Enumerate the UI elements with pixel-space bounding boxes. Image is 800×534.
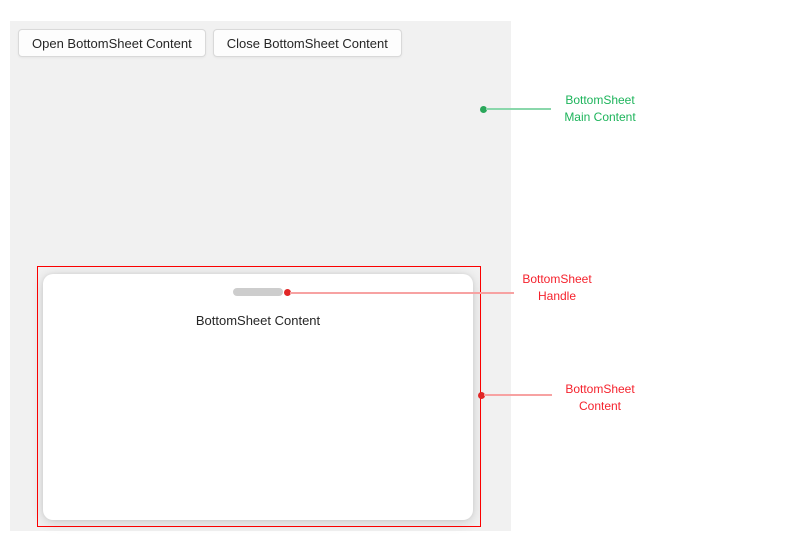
annotation-label-main-content: BottomSheet Main Content (545, 92, 655, 126)
annotation-label-line1: BottomSheet (565, 382, 635, 396)
annotation-line (290, 292, 514, 294)
bottomsheet-content-text: BottomSheet Content (195, 313, 321, 328)
button-row: Open BottomSheet Content Close BottomShe… (18, 29, 402, 57)
annotation-label-content: BottomSheet Content (545, 381, 655, 415)
annotation-label-line2: Main Content (564, 110, 636, 124)
bottom-sheet-panel: BottomSheet Content (43, 274, 473, 520)
annotation-label-line1: BottomSheet (522, 272, 592, 286)
annotation-dot (480, 106, 487, 113)
bottomsheet-handle[interactable] (233, 288, 283, 296)
annotation-dot (284, 289, 291, 296)
annotation-label-line2: Handle (537, 289, 577, 303)
annotation-label-line1: BottomSheet (565, 93, 635, 107)
annotation-dot (478, 392, 485, 399)
annotation-label-line2: Content (578, 399, 622, 413)
open-bottomsheet-button[interactable]: Open BottomSheet Content (18, 29, 206, 57)
annotation-line (484, 394, 552, 396)
annotation-label-handle: BottomSheet Handle (502, 271, 612, 305)
annotation-line (486, 108, 551, 110)
close-bottomsheet-button[interactable]: Close BottomSheet Content (212, 29, 402, 57)
